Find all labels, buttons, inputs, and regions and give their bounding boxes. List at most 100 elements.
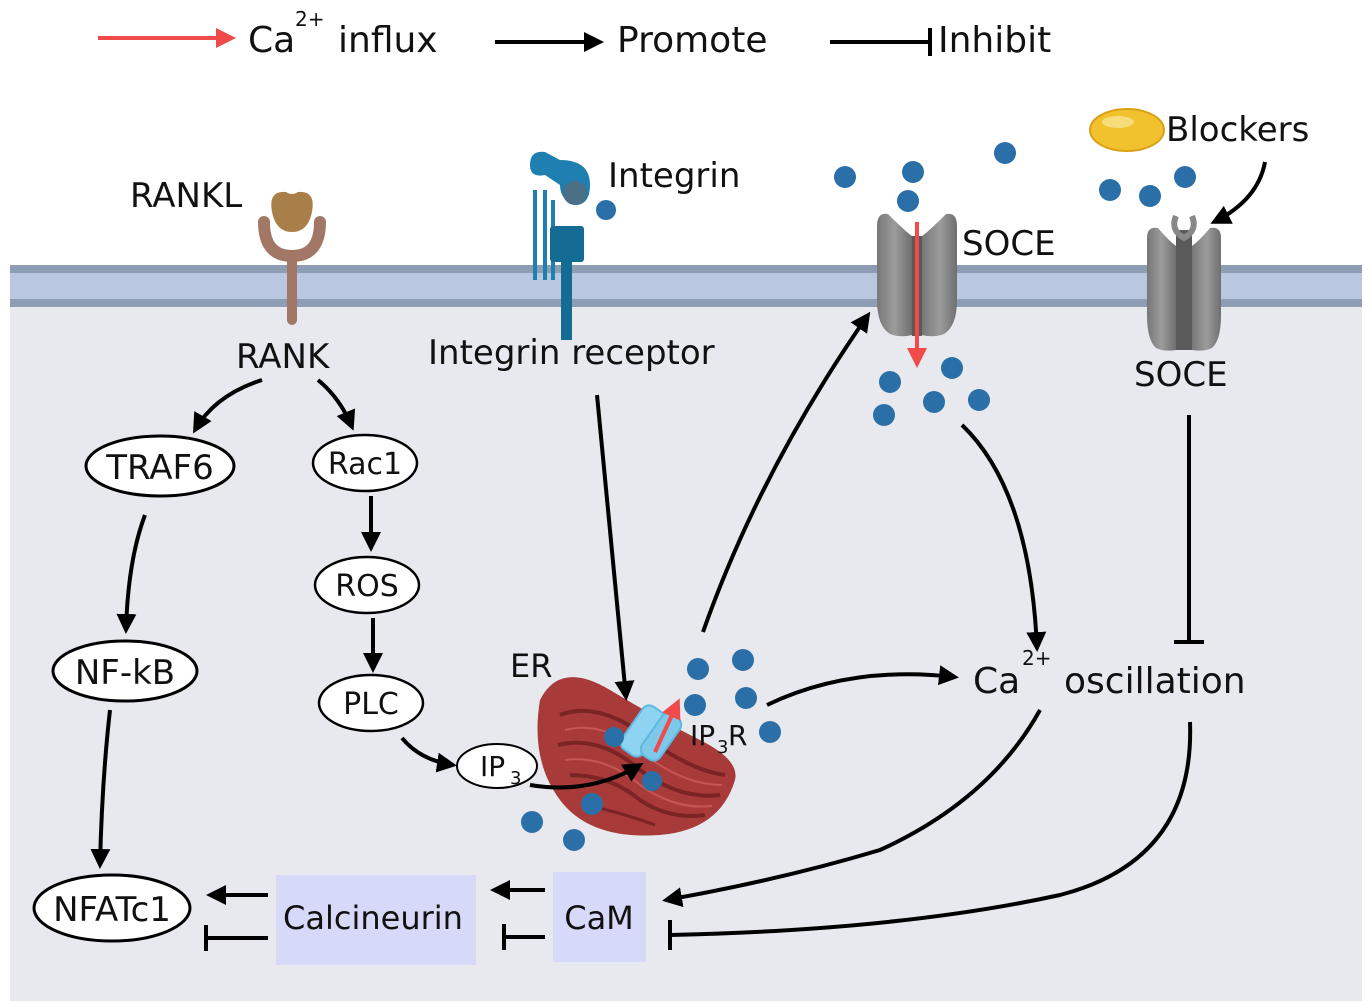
calcium-ion (902, 161, 924, 183)
er-calcium-ions (521, 649, 781, 851)
integrin-receptor-label: Integrin receptor (428, 333, 715, 373)
rank-label: RANK (236, 337, 331, 377)
integrin-receptor-body (550, 226, 584, 262)
calcium-ion (941, 357, 963, 379)
node-rac1: Rac1 (311, 433, 419, 493)
node-nfkb-label: NF-kB (75, 653, 175, 693)
calcium-ion (923, 391, 945, 413)
node-rac1-shape (311, 433, 419, 493)
calcium-ion (521, 811, 543, 833)
node-calcineurin-label: Calcineurin (283, 899, 463, 937)
calcium-ion (563, 829, 585, 851)
inhibit-lines (204, 415, 1204, 951)
arrow-plc-to-ip3 (400, 736, 457, 773)
blockers-label: Blockers (1166, 110, 1309, 150)
calcium-ion (1099, 179, 1121, 201)
soce-channel-right (1147, 214, 1221, 351)
node-plc-shape (317, 673, 425, 733)
calcium-ion (1139, 185, 1161, 207)
soce-channel-icon (877, 213, 912, 337)
integrin (530, 151, 616, 340)
node-nfatc1: NFATc1 (32, 873, 192, 943)
cytosolic-calcium-ions (873, 357, 990, 426)
arrow-soce-ions-to-oscillation (960, 423, 1047, 652)
legend-influx-suffix: influx (338, 20, 438, 61)
calcium-ion (834, 166, 856, 188)
arrow-rank-to-rac1 (316, 378, 356, 431)
membrane-inner-edge (10, 299, 1362, 307)
node-cam: CaM (553, 872, 646, 962)
soce-right-gate-icon (1171, 214, 1197, 242)
calcium-ion (735, 687, 757, 709)
arrow-rank-to-traf6 (193, 378, 263, 434)
node-nfkb-shape (51, 639, 199, 703)
ip3r-subscript: 3 (717, 737, 728, 758)
node-ip3-label: IP (480, 750, 505, 783)
node-traf6-shape (84, 434, 236, 498)
node-traf6-label: TRAF6 (105, 448, 213, 488)
node-nfkb: NF-kB (51, 639, 199, 703)
legend-promote-label: Promote (617, 20, 767, 61)
calcium-ion (1174, 166, 1196, 188)
node-ros-shape (313, 555, 421, 615)
calcium-ion (684, 694, 706, 716)
integrin-receptor-stem (561, 260, 572, 340)
cytoplasm (10, 290, 1362, 1001)
membrane-outer-edge (10, 265, 1362, 273)
integrin-leg-b (543, 190, 547, 280)
arrow-traf6-to-nfkb (116, 514, 147, 634)
node-ip3-subscript: 3 (510, 768, 521, 789)
node-calcineurin: Calcineurin (276, 875, 476, 965)
soce-channel-top (877, 213, 957, 368)
oscillation-label: Ca (973, 661, 1020, 702)
calcium-ion (604, 727, 624, 747)
soce-right-channel-right-half (1192, 227, 1221, 351)
calcium-ion (642, 771, 662, 791)
oscillation-sup: 2+ (1022, 646, 1051, 670)
soce-channel-right-half (922, 213, 957, 337)
rankl-ligand-icon (271, 191, 313, 232)
soce-top-label: SOCE (962, 224, 1056, 264)
inhibit-oscillation-to-cam (669, 721, 1193, 937)
er-label: ER (510, 647, 552, 685)
node-nfatc1-label: NFATc1 (53, 890, 171, 930)
blocker-arrow (1210, 161, 1267, 224)
calcium-ion (732, 649, 754, 671)
node-rac1-label: Rac1 (328, 447, 402, 482)
ip3r-label: IP (690, 719, 715, 752)
node-ip3: IP 3 (456, 743, 538, 789)
node-traf6: TRAF6 (84, 434, 236, 498)
rank-stem (287, 255, 297, 325)
legend: Ca 2+ influx Promote Inhibit (98, 7, 1051, 61)
node-plc: PLC (317, 673, 425, 733)
ip3r-label-end: R (728, 719, 747, 752)
calcium-ion (759, 721, 781, 743)
calcium-ion (994, 142, 1016, 164)
node-calcineurin-box (276, 875, 476, 965)
ip3r-influx-arrow (653, 698, 681, 753)
legend-influx-label: Ca (248, 20, 295, 61)
arrow-integrin-to-ip3r (595, 394, 635, 701)
integrin-leg-a (533, 190, 537, 280)
blocker-highlight (1102, 116, 1134, 128)
node-plc-label: PLC (343, 687, 399, 722)
er-fold-3 (569, 773, 706, 818)
node-cam-box (553, 872, 646, 962)
soce-right-channel-icon (1147, 227, 1176, 351)
arrow-oscillation-to-cam (662, 709, 1042, 908)
extracellular-calcium-ions (834, 142, 1196, 212)
node-nfatc1-shape (32, 873, 192, 943)
calcium-ion (687, 658, 709, 680)
soce-right-pore (1176, 230, 1192, 350)
blocker-icon (1089, 108, 1165, 152)
calcium-ion (897, 190, 919, 212)
arrow-er-to-soce (701, 311, 871, 633)
promote-arrows (90, 311, 1047, 908)
rankl-label: RANKL (130, 176, 242, 216)
calcium-ion (581, 793, 603, 815)
integrin-label: Integrin (608, 156, 740, 196)
node-ros: ROS (313, 555, 421, 615)
calcium-ion (879, 371, 901, 393)
